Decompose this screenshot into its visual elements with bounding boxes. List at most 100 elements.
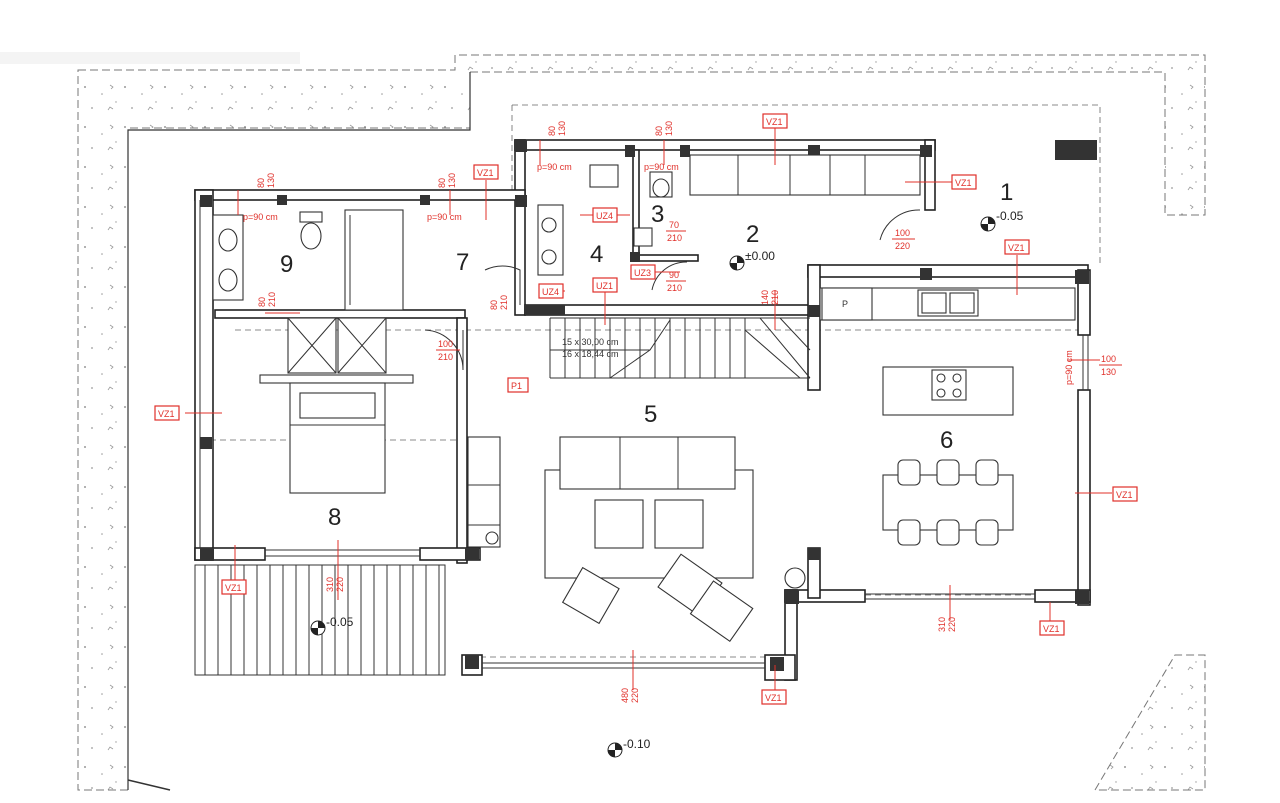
svg-text:130: 130 xyxy=(664,121,674,136)
room-3-number: 3 xyxy=(651,201,664,228)
room-8-number: 8 xyxy=(328,504,341,531)
svg-text:80: 80 xyxy=(257,297,267,307)
room-6-number: 6 xyxy=(940,427,953,454)
svg-text:210: 210 xyxy=(667,233,682,243)
svg-text:UZ4: UZ4 xyxy=(596,211,613,221)
svg-text:210: 210 xyxy=(267,292,277,307)
svg-text:UZ4: UZ4 xyxy=(542,287,559,297)
dim-parapet: p=90 cm xyxy=(537,162,572,172)
level-marker-terrace: -0.05 xyxy=(310,615,354,636)
svg-text:220: 220 xyxy=(947,617,957,632)
level-entry: -0.10 xyxy=(623,737,651,751)
svg-text:UZ1: UZ1 xyxy=(596,281,613,291)
svg-text:310: 310 xyxy=(325,577,335,592)
pergola xyxy=(194,564,446,676)
element-tags: VZ1 VZ1 VZ1 VZ1 VZ1 VZ1 VZ1 VZ1 VZ1 UZ4 … xyxy=(154,113,1138,705)
level-room2: ±0.00 xyxy=(745,249,775,263)
room-5-number: 5 xyxy=(644,401,657,428)
tag-uz4: UZ4 xyxy=(538,283,564,299)
svg-text:130: 130 xyxy=(266,173,276,188)
tag-vz1: VZ1 xyxy=(951,174,977,190)
doors xyxy=(424,209,921,371)
level-room1: -0.05 xyxy=(996,209,1024,223)
svg-text:VZ1: VZ1 xyxy=(158,409,175,419)
site-landscape xyxy=(77,54,1206,791)
level-marker-room2: ±0.00 xyxy=(729,249,775,271)
dim-parapet: p=90 cm xyxy=(243,212,278,222)
tag-vz1: VZ1 xyxy=(473,164,499,180)
tag-uz1: UZ1 xyxy=(592,277,618,293)
walls xyxy=(194,139,1097,681)
room-2-number: 2 xyxy=(746,221,759,248)
svg-text:70: 70 xyxy=(669,220,679,230)
svg-text:310: 310 xyxy=(937,617,947,632)
svg-text:130: 130 xyxy=(447,173,457,188)
tag-p: P xyxy=(842,299,848,309)
room-1-number: 1 xyxy=(1000,179,1013,206)
svg-text:90: 90 xyxy=(669,270,679,280)
svg-text:80: 80 xyxy=(489,300,499,310)
tag-vz1: VZ1 xyxy=(154,405,180,421)
svg-text:220: 220 xyxy=(335,577,345,592)
room-7-number: 7 xyxy=(456,249,469,276)
svg-text:80: 80 xyxy=(437,178,447,188)
svg-text:P1: P1 xyxy=(511,381,522,391)
svg-text:VZ1: VZ1 xyxy=(1043,624,1060,634)
svg-text:VZ1: VZ1 xyxy=(225,583,242,593)
tag-vz1: VZ1 xyxy=(762,113,788,129)
svg-text:VZ1: VZ1 xyxy=(1116,490,1133,500)
room-9-number: 9 xyxy=(280,251,293,278)
tag-vz1: VZ1 xyxy=(1112,486,1138,502)
tag-vz1: VZ1 xyxy=(761,689,787,705)
svg-text:210: 210 xyxy=(667,283,682,293)
tag-p1: P1 xyxy=(507,377,529,393)
svg-text:130: 130 xyxy=(1101,367,1116,377)
svg-text:210: 210 xyxy=(770,290,780,305)
dim-parapet: p=90 cm xyxy=(1064,350,1074,385)
level-marker-entry: -0.10 xyxy=(607,737,651,758)
svg-text:VZ1: VZ1 xyxy=(477,168,494,178)
level-marker-room1: -0.05 xyxy=(980,209,1024,232)
svg-text:80: 80 xyxy=(256,178,266,188)
tag-vz1: VZ1 xyxy=(1039,620,1065,636)
svg-text:210: 210 xyxy=(499,295,509,310)
tag-vz1: VZ1 xyxy=(1004,239,1030,255)
svg-text:210: 210 xyxy=(438,352,453,362)
svg-text:140: 140 xyxy=(760,290,770,305)
svg-text:VZ1: VZ1 xyxy=(765,693,782,703)
room-4-number: 4 xyxy=(590,241,603,268)
svg-text:VZ1: VZ1 xyxy=(766,117,783,127)
tag-vz1: VZ1 xyxy=(221,579,247,595)
svg-text:100: 100 xyxy=(895,228,910,238)
svg-text:130: 130 xyxy=(557,121,567,136)
svg-text:100: 100 xyxy=(1101,354,1116,364)
svg-text:220: 220 xyxy=(630,688,640,703)
level-terrace: -0.05 xyxy=(326,615,354,629)
room-numbers: 1 2 3 4 5 6 7 8 9 xyxy=(280,179,1013,531)
svg-text:220: 220 xyxy=(895,241,910,251)
stair-spec-1: 15 x 30,00 cm xyxy=(562,337,619,347)
svg-text:80: 80 xyxy=(654,126,664,136)
svg-text:VZ1: VZ1 xyxy=(955,178,972,188)
furniture xyxy=(212,154,1076,643)
level-markers: -0.05 ±0.00 -0.05 -0.10 xyxy=(310,209,1024,758)
svg-text:VZ1: VZ1 xyxy=(1008,243,1025,253)
stair-spec-2: 16 x 18,44 cm xyxy=(562,349,619,359)
svg-text:80: 80 xyxy=(547,126,557,136)
